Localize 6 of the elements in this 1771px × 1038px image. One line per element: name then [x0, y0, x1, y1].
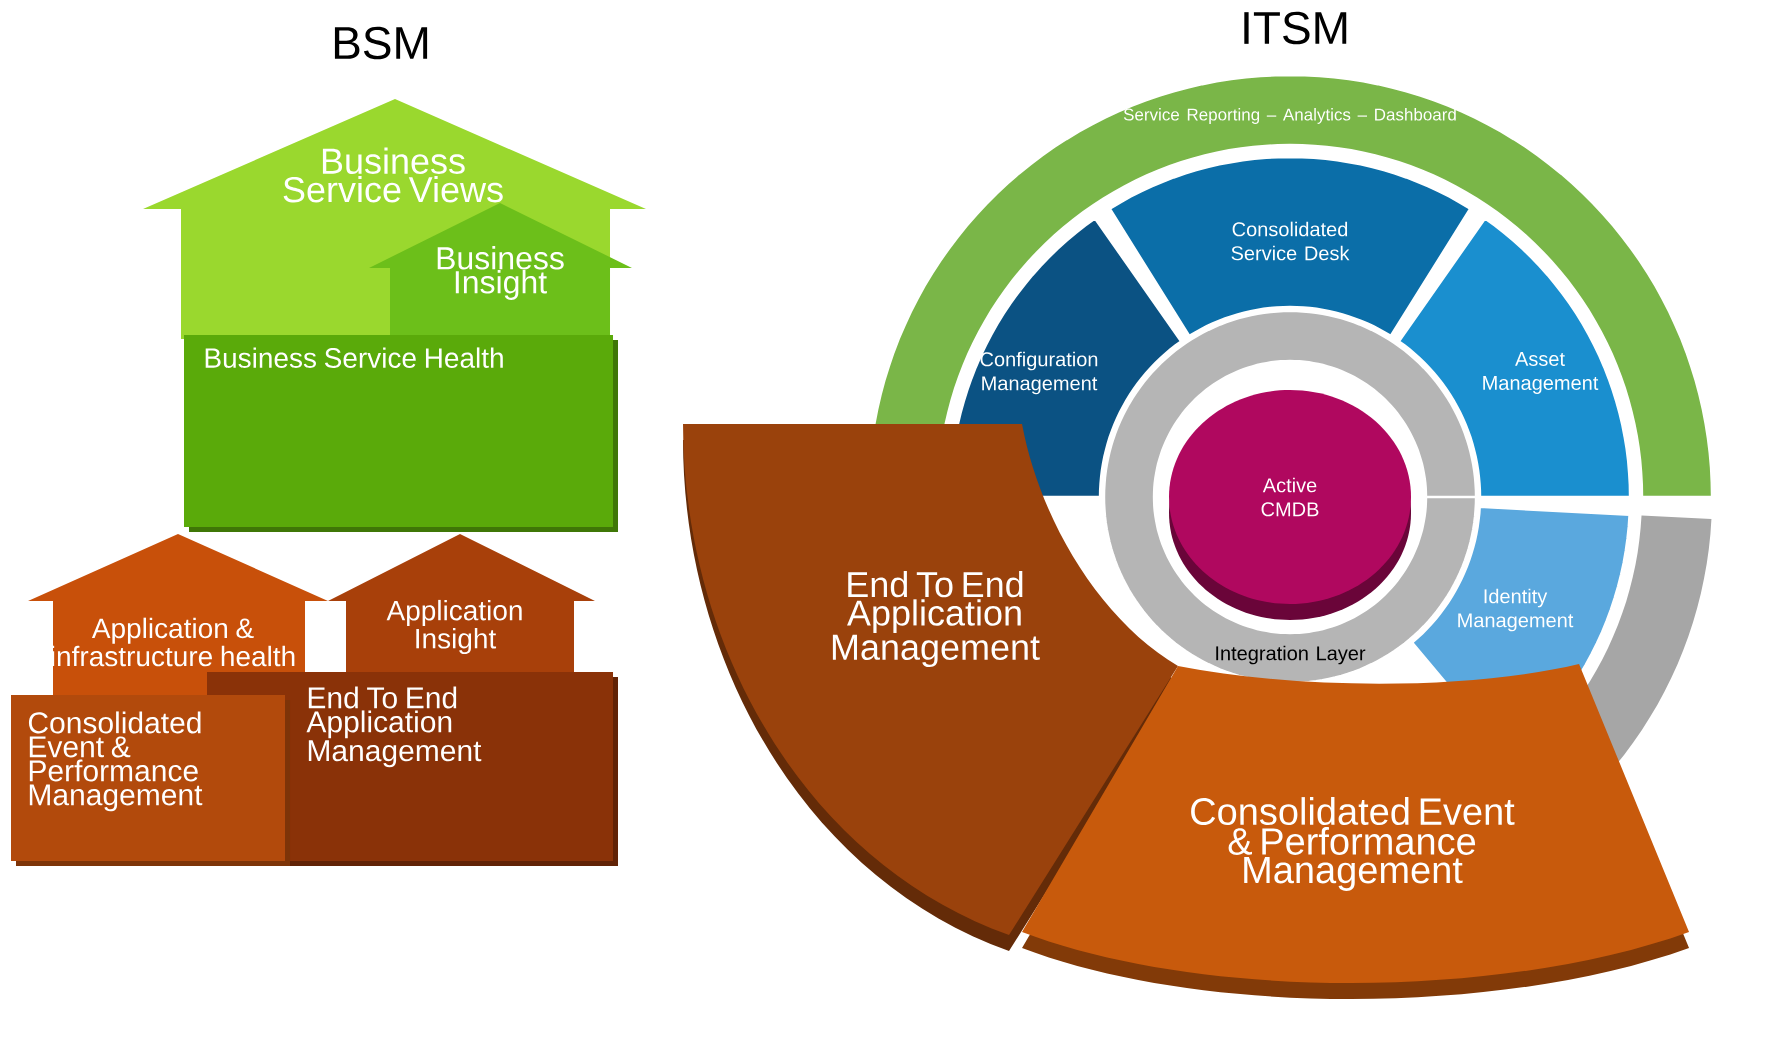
- heading: BSM: [334, 26, 428, 60]
- heading: ITSM: [1244, 11, 1347, 45]
- layer-box: Consolidated Event & Performance Management: [11, 695, 290, 866]
- layer-box: Business Service Health: [184, 335, 618, 532]
- database-cylinder: Active CMDB: [1169, 390, 1411, 620]
- ring-segment: Consolidated Service Desk: [1108, 155, 1472, 338]
